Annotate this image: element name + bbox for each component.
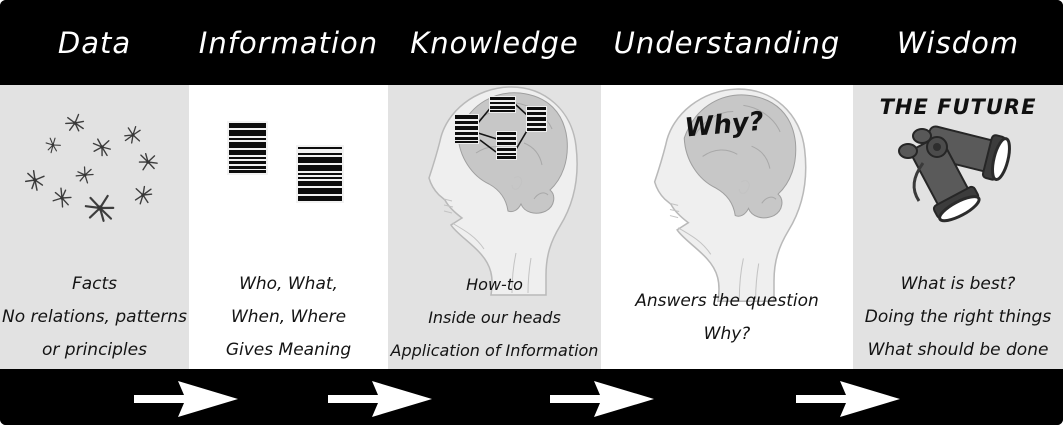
body-row: Facts No relations, patterns or principl… — [0, 85, 1063, 369]
caption-line: Who, What, — [239, 274, 338, 294]
caption-line: or principles — [42, 340, 147, 360]
column-understanding: Why? Answers the question Why? — [601, 85, 853, 369]
caption-line: When, Where — [230, 307, 347, 327]
barcode-icon — [227, 121, 344, 203]
caption-line: What should be done — [867, 340, 1049, 360]
caption-understanding: Answers the question Why? — [601, 285, 853, 351]
caption-line: Application of Information — [390, 341, 599, 360]
future-label: THE FUTURE — [879, 95, 1037, 119]
header-cell-information: Information — [189, 0, 388, 85]
right-arrow-icon — [550, 381, 654, 417]
caption-line: Gives Meaning — [225, 340, 352, 360]
star-scatter-icon — [21, 111, 160, 226]
caption-line: Inside our heads — [428, 308, 561, 327]
column-knowledge: How-to Inside our heads Application of I… — [388, 85, 601, 369]
caption-knowledge: How-to Inside our heads Application of I… — [388, 268, 601, 367]
barcode-block-1 — [227, 121, 268, 175]
caption-line: Answers the question — [635, 291, 819, 311]
header-cell-knowledge: Knowledge — [388, 0, 601, 85]
column-title-information: Information — [198, 25, 379, 60]
header-cell-wisdom: Wisdom — [853, 0, 1063, 85]
caption-wisdom: What is best? Doing the right things Wha… — [853, 268, 1063, 367]
brain-why-label: Why? — [684, 107, 766, 144]
header-band: Data Information Knowledge Understanding… — [0, 0, 1063, 85]
binoculars-icon — [898, 125, 1011, 223]
footer-band — [0, 369, 1063, 425]
header-cell-understanding: Understanding — [601, 0, 853, 85]
column-data: Facts No relations, patterns or principl… — [0, 85, 189, 369]
caption-line: Facts — [71, 274, 118, 294]
barcode-block-2 — [296, 145, 344, 203]
caption-line: Doing the right things — [864, 307, 1052, 327]
caption-line: No relations, patterns — [2, 307, 187, 327]
caption-line: What is best? — [900, 274, 1016, 294]
column-title-wisdom: Wisdom — [896, 25, 1020, 60]
column-title-data: Data — [57, 25, 132, 60]
right-arrow-icon — [796, 381, 900, 417]
column-title-knowledge: Knowledge — [410, 25, 579, 60]
column-wisdom: THE FUTURE What is best? — [853, 85, 1063, 369]
caption-line: How-to — [466, 275, 523, 294]
network-lines — [477, 103, 529, 153]
right-arrow-icon — [328, 381, 432, 417]
column-title-understanding: Understanding — [613, 25, 841, 60]
head-with-barcode-network-icon — [428, 86, 578, 296]
caption-information: Who, What, When, Where Gives Meaning — [189, 268, 388, 367]
brain-barcodes — [454, 96, 547, 160]
caption-line: Why? — [703, 324, 751, 344]
head-with-question-icon: Why? — [653, 88, 807, 303]
column-information: Who, What, When, Where Gives Meaning — [189, 85, 388, 369]
right-arrow-icon — [134, 381, 238, 417]
header-cell-data: Data — [0, 0, 189, 85]
caption-data: Facts No relations, patterns or principl… — [0, 268, 189, 367]
